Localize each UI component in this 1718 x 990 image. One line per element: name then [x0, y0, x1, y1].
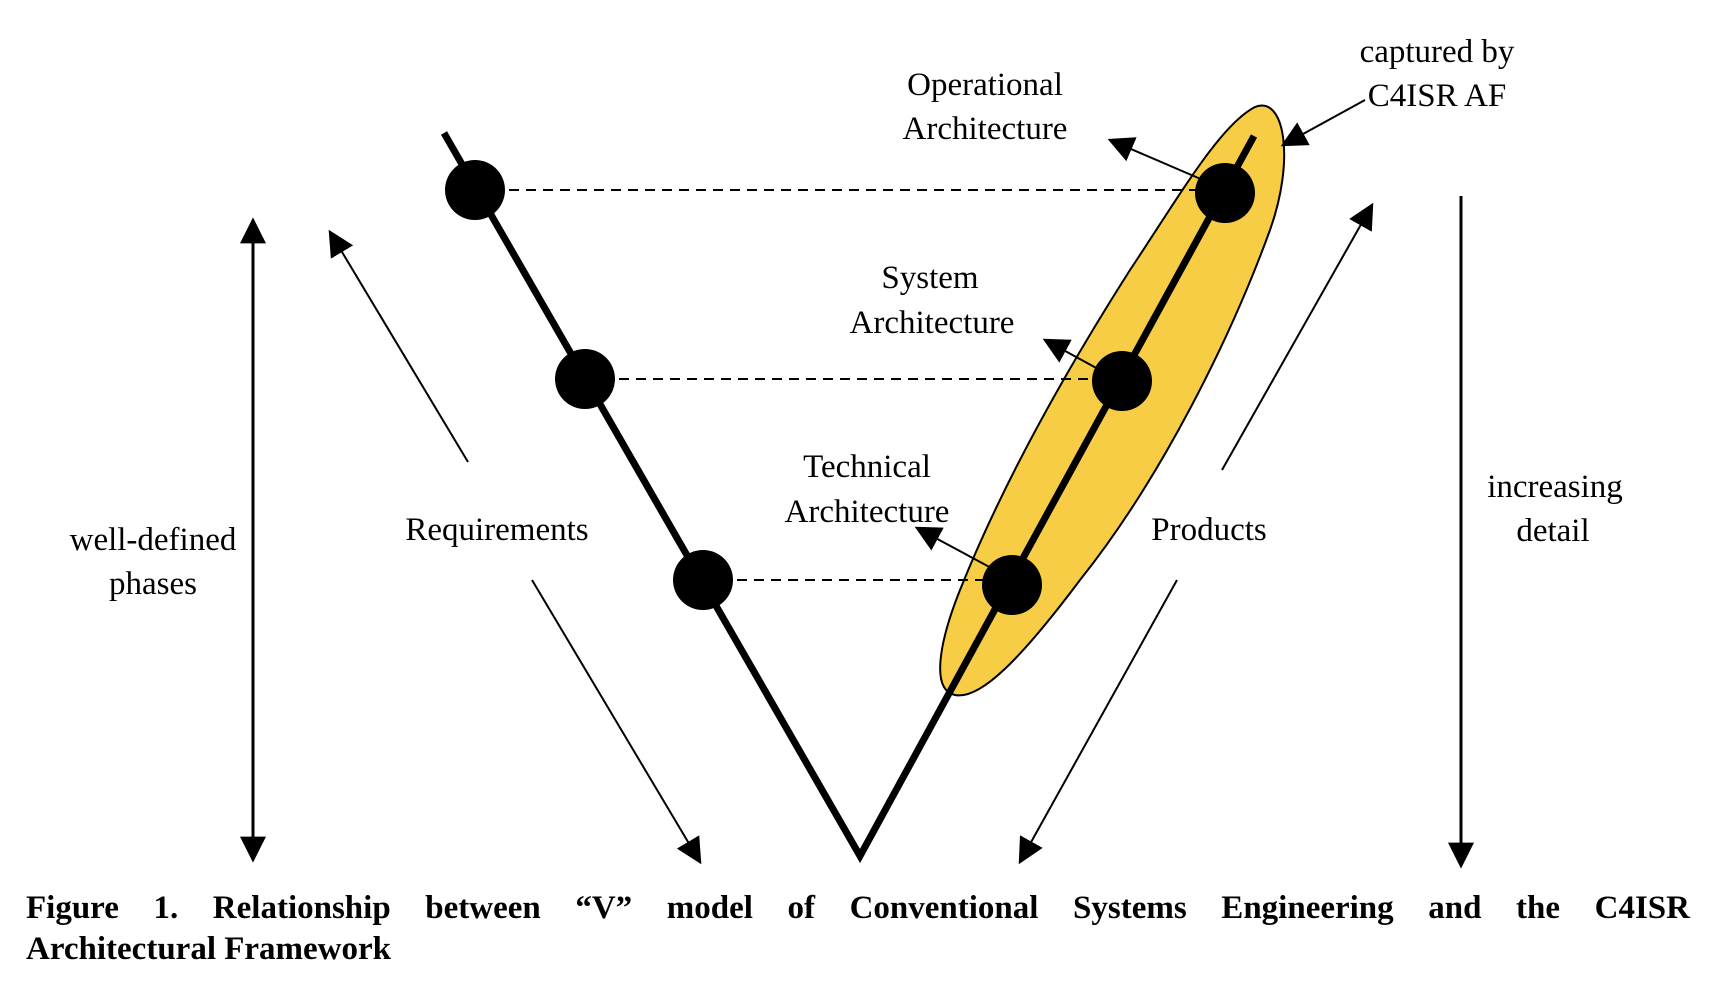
label-well-defined-phases-2: phases [109, 566, 197, 602]
node-right-system [1092, 351, 1152, 411]
node-left-system [555, 349, 615, 409]
label-captured-by-1: captured by [1360, 34, 1515, 70]
pointer-captured-by [1280, 99, 1366, 147]
label-requirements: Requirements [405, 512, 588, 548]
node-right-technical [982, 555, 1042, 615]
pointer-technical [914, 526, 996, 571]
label-system-architecture-2: Architecture [850, 305, 1015, 341]
node-right-operational [1195, 163, 1255, 223]
label-technical-architecture-1: Technical [803, 449, 931, 485]
figure-caption-line-1: Figure 1. Relationship between “V” model… [26, 890, 1690, 926]
figure-caption-line-2: Architectural Framework [26, 931, 392, 967]
node-left-technical [673, 550, 733, 610]
label-increasing-detail-1: increasing [1487, 469, 1623, 505]
pointer-system [1042, 338, 1101, 371]
label-operational-architecture-2: Architecture [903, 111, 1068, 147]
products-arrow-down [1018, 579, 1178, 865]
products-arrow-up [1221, 202, 1374, 471]
figure-caption: Figure 1. Relationship between “V” model… [26, 888, 1690, 970]
pointer-operational [1107, 137, 1211, 184]
label-technical-architecture-2: Architecture [785, 494, 950, 530]
requirements-arrow-down [531, 579, 702, 865]
label-products: Products [1151, 512, 1267, 548]
label-well-defined-phases-1: well-defined [70, 522, 237, 558]
label-captured-by-2: C4ISR AF [1368, 78, 1506, 114]
label-increasing-detail-2: detail [1516, 513, 1589, 549]
node-left-operational [445, 160, 505, 220]
label-system-architecture-1: System [881, 260, 979, 296]
requirements-arrow-up [328, 229, 469, 463]
label-operational-architecture-1: Operational [907, 67, 1063, 103]
